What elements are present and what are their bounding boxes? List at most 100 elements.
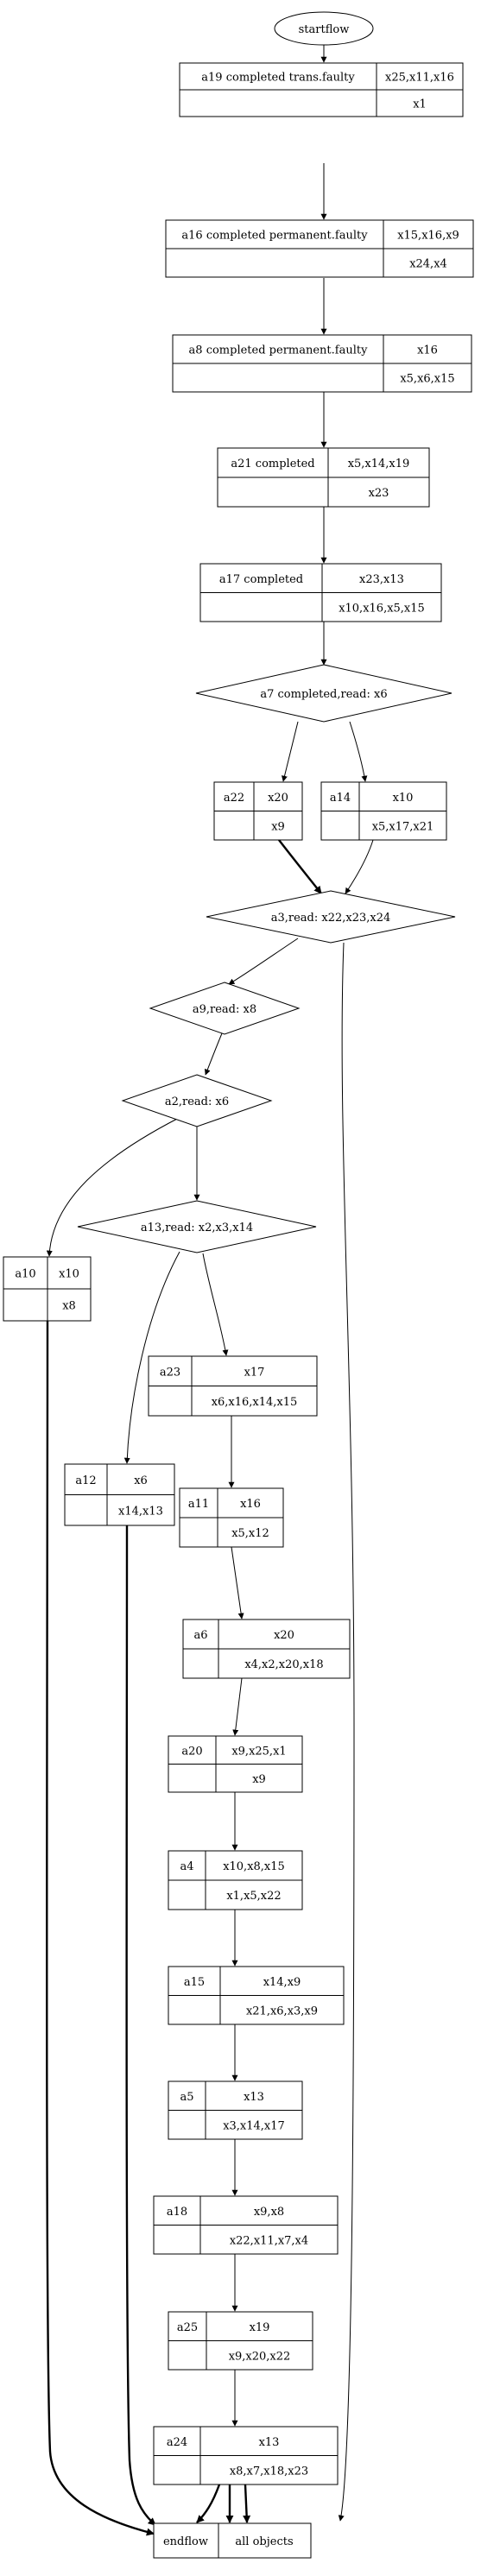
node-a21: a21 completed x5,x14,x19 x23 [217, 447, 430, 508]
node-a24-label: a24 [167, 2436, 187, 2449]
node-a11: a11 x16 x5,x12 [179, 1487, 284, 1548]
edge-a13-a12 [123, 1251, 180, 1464]
decision-a13: a13,read: x2,x3,x14 [77, 1200, 317, 1253]
decision-a13-label: a13,read: x2,x3,x14 [141, 1222, 253, 1234]
node-a18-top: x9,x8 [254, 2206, 284, 2219]
edge-a13-a23 [202, 1253, 229, 1356]
decision-a7: a7 completed,read: x6 [195, 664, 453, 723]
node-a22-top: x20 [268, 792, 288, 805]
edge-a12-endflow [125, 1525, 156, 2526]
node-a8-label: a8 completed permanent.faulty [189, 344, 369, 357]
node-a25-bottom: x9,x20,x22 [229, 2350, 291, 2363]
node-a19-bottom: x1 [413, 98, 427, 111]
node-a11-top: x16 [240, 1498, 261, 1511]
decision-a9: a9,read: x8 [149, 982, 301, 1035]
node-a20-top: x9,x25,x1 [231, 1745, 286, 1758]
node-a19: a19 completed trans.faulty x25,x11,x16 x1 [179, 62, 464, 117]
node-a8-top: x16 [417, 344, 438, 357]
node-a18: a18 x9,x8 x22,x11,x7,x4 [153, 2195, 339, 2255]
node-a16-top: x15,x16,x9 [397, 230, 459, 243]
edge-a22-a3 [278, 839, 322, 894]
decision-a2: a2,read: x6 [121, 1074, 273, 1127]
edge-a14-a3 [345, 839, 374, 894]
decision-a7-label: a7 completed,read: x6 [260, 688, 387, 701]
node-a24-top: x13 [259, 2436, 280, 2449]
edge-a24-endflow [196, 2484, 221, 2523]
node-a19-top: x25,x11,x16 [385, 72, 454, 85]
node-a15-top: x14,x9 [263, 1976, 301, 1989]
node-a10-top: x10 [59, 1268, 79, 1281]
node-a11-label: a11 [188, 1498, 209, 1511]
node-a17-top: x23,x13 [359, 573, 404, 586]
node-a22-bottom: x9 [271, 820, 285, 833]
node-a5-top: x13 [244, 2091, 264, 2104]
decision-nodes: a7 completed,read: x6 a3,read: x22,x23,x2… [77, 664, 456, 1253]
node-a23-top: x17 [244, 1366, 265, 1379]
node-a16-bottom: x24,x4 [409, 258, 447, 271]
node-a15-label: a15 [184, 1976, 205, 1989]
edge-a7-a22 [282, 721, 299, 782]
node-a12-label: a12 [75, 1474, 96, 1487]
node-a25-top: x19 [250, 2321, 270, 2334]
edge-a9-a2 [204, 1032, 223, 1076]
edges [46, 45, 374, 2536]
edge-a2-a10 [46, 1117, 180, 1257]
edge-a3-allobjects [338, 942, 355, 2522]
node-a16: a16 completed permanent.faulty x15,x16,x9… [165, 219, 474, 278]
edge-a10-endflow [46, 1320, 155, 2536]
decision-a3-label: a3,read: x22,x23,x24 [271, 912, 391, 925]
node-a24: a24 x13 x8,x7,x18,x23 [153, 2426, 339, 2485]
edge-a11-a6 [231, 1546, 244, 1619]
node-a22-label: a22 [224, 792, 244, 805]
node-a4-label: a4 [180, 1860, 193, 1873]
node-a21-top: x5,x14,x19 [348, 458, 410, 470]
node-a22: a22 x20 x9 [213, 781, 303, 841]
node-a4-top: x10,x8,x15 [223, 1860, 285, 1873]
node-a12: a12 x6 x14,x13 [64, 1463, 175, 1526]
node-a25-label: a25 [177, 2321, 198, 2334]
node-a16-label: a16 completed permanent.faulty [181, 230, 368, 243]
edge-a7-a14 [349, 721, 368, 782]
decision-a3: a3,read: x22,x23,x24 [206, 890, 456, 944]
node-a8-bottom: x5,x6,x15 [400, 373, 454, 386]
node-a8: a8 completed permanent.faulty x16 x5,x6,x1… [172, 334, 472, 393]
node-a17-label: a17 completed [219, 573, 303, 586]
node-a14-label: a14 [330, 792, 351, 805]
node-a21-label: a21 completed [231, 458, 314, 470]
decision-a9-label: a9,read: x8 [193, 1003, 256, 1016]
node-a6-bottom: x4,x2,x20,x18 [244, 1658, 323, 1671]
node-a24-bottom: x8,x7,x18,x23 [230, 2465, 308, 2478]
edge-a6-a20 [232, 1677, 243, 1736]
edge-a3-a9 [228, 938, 299, 985]
node-a20: a20 x9,x25,x1 x9 [168, 1735, 303, 1793]
node-a6-label: a6 [193, 1629, 207, 1642]
all-objects-label: all objects [235, 2535, 293, 2548]
node-a12-bottom: x14,x13 [118, 1505, 163, 1518]
node-a12-top: x6 [134, 1474, 148, 1487]
end-node: endflow all objects [153, 2522, 312, 2559]
node-a21-bottom: x23 [369, 487, 389, 500]
node-a19-label: a19 completed trans.faulty [201, 72, 355, 85]
node-a5-label: a5 [180, 2091, 193, 2104]
edge-a24-allobjects [243, 2484, 251, 2523]
node-a11-bottom: x5,x12 [231, 1527, 269, 1540]
decision-a2-label: a2,read: x6 [165, 1095, 229, 1108]
startflow-label: startflow [299, 23, 350, 36]
node-a5-bottom: x3,x14,x17 [223, 2119, 285, 2132]
startflow-node: startflow [274, 11, 374, 46]
node-a25: a25 x19 x9,x20,x22 [168, 2311, 313, 2371]
node-a18-label: a18 [167, 2206, 187, 2219]
node-a18-bottom: x22,x11,x7,x4 [230, 2234, 308, 2247]
node-a20-label: a20 [181, 1745, 202, 1758]
node-a14-top: x10 [393, 792, 414, 805]
node-a20-bottom: x9 [252, 1773, 266, 1786]
node-a23-bottom: x6,x16,x14,x15 [212, 1396, 298, 1409]
